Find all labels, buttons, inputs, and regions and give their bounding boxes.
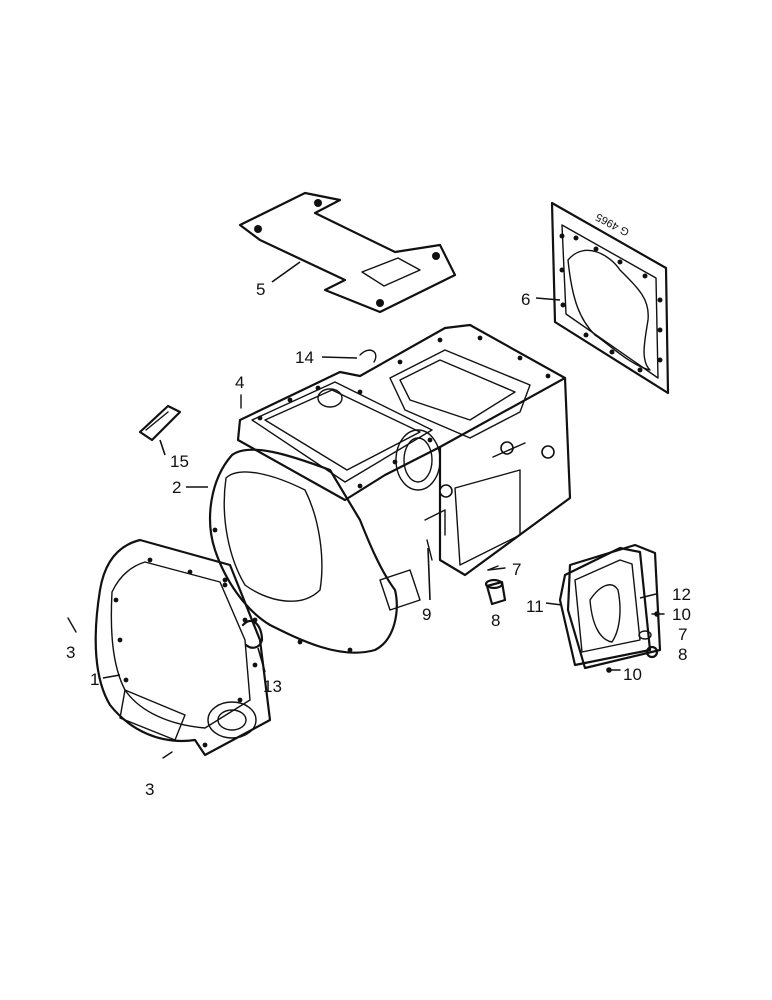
dowel-part-3-upper <box>67 617 77 633</box>
callouts: 1 2 3 3 4 5 6 7 7 8 8 9 10 10 11 12 13 1… <box>66 280 691 799</box>
washer-part-7-right <box>638 630 652 640</box>
side-gasket-part-12 <box>566 543 662 670</box>
callout-11: 11 <box>526 597 544 616</box>
callout-2: 2 <box>172 478 181 497</box>
callout-10-upper: 10 <box>672 605 691 624</box>
callout-8-right: 8 <box>678 645 687 664</box>
callout-3-upper: 3 <box>66 643 75 662</box>
callout-6: 6 <box>521 290 530 309</box>
callout-10-lower: 10 <box>623 665 642 684</box>
callout-14: 14 <box>295 348 314 367</box>
callout-5: 5 <box>256 280 265 299</box>
callout-4: 4 <box>235 373 244 392</box>
drawing-code-label: G 4965 <box>594 210 632 238</box>
callout-12: 12 <box>672 585 691 604</box>
callout-7-right: 7 <box>678 625 687 644</box>
side-cover-part-11 <box>558 546 652 667</box>
bolt-part-10-lower <box>606 667 612 673</box>
leader-lines <box>102 261 657 679</box>
seal-part-13 <box>241 619 264 649</box>
callout-7-left: 7 <box>512 560 521 579</box>
callout-8-left: 8 <box>491 611 500 630</box>
plug-part-8-right <box>645 645 659 659</box>
callout-1: 1 <box>90 670 99 689</box>
arrow-markers <box>487 567 665 671</box>
front-cover-part-1 <box>94 538 272 757</box>
callout-13: 13 <box>263 677 282 696</box>
callout-15: 15 <box>170 452 189 471</box>
dowel-part-3-lower <box>162 751 173 759</box>
top-plate-part-5 <box>238 191 457 314</box>
callout-9: 9 <box>422 605 431 624</box>
fitting-part-9 <box>426 539 433 561</box>
plug-part-8-left <box>484 578 507 606</box>
gasket-part-6: G 4965 <box>550 201 670 395</box>
transmission-housing-part-2 <box>209 323 572 654</box>
plug-part-14 <box>359 349 377 363</box>
bracket-part-15 <box>138 404 182 442</box>
callout-3-lower: 3 <box>145 780 154 799</box>
